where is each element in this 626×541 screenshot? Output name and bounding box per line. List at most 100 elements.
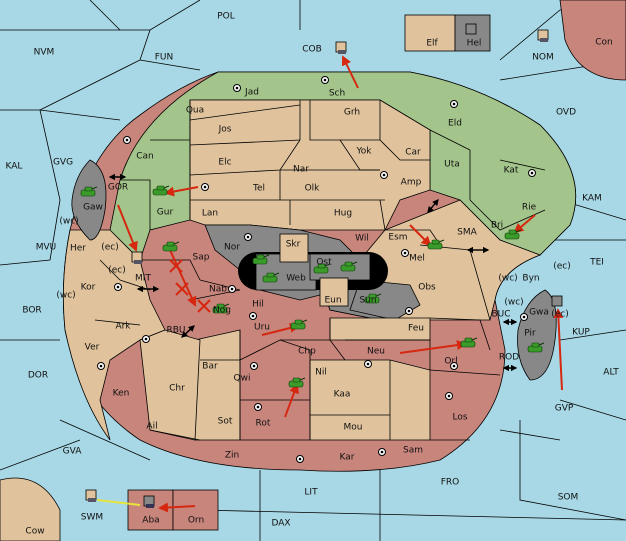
label-MIT: MIT <box>135 274 151 284</box>
supply-center <box>250 362 258 370</box>
label-Aba: Aba <box>142 516 159 526</box>
order-arrow <box>553 308 564 391</box>
label-Tel: Tel <box>252 184 265 194</box>
province-green-north[interactable] <box>109 71 577 271</box>
province-tan-mid[interactable] <box>309 359 431 441</box>
label-Gur: Gur <box>157 208 174 218</box>
label-Zin: Zin <box>225 451 239 461</box>
label-Olk: Olk <box>305 184 321 194</box>
label-SOM: SOM <box>558 493 579 503</box>
province-con[interactable] <box>559 0 626 81</box>
supply-center <box>97 362 105 370</box>
order-arrow <box>341 55 359 89</box>
label-Her: Her <box>70 244 86 254</box>
label-Nor: Nor <box>224 243 240 253</box>
label-Byn: Byn <box>522 274 539 284</box>
label-Nar: Nar <box>293 165 309 175</box>
label-ALT: ALT <box>603 368 619 378</box>
label-Ark: Ark <box>115 322 131 332</box>
fleet-icon[interactable] <box>551 295 563 307</box>
fleet-icon[interactable] <box>143 495 155 508</box>
label-COB: COB <box>302 45 322 55</box>
province-tan-west[interactable] <box>62 229 166 441</box>
fleet-icon[interactable] <box>465 23 477 35</box>
label-KAM: KAM <box>582 194 602 204</box>
supply-center <box>445 392 453 400</box>
label-Esm: Esm <box>388 233 407 243</box>
label-Ken: Ken <box>113 389 130 399</box>
order-arrow <box>409 224 432 247</box>
order-arrow <box>284 383 299 418</box>
fleet-icon[interactable] <box>537 29 549 42</box>
label-Kor: Kor <box>81 283 96 293</box>
label-Ail: Ail <box>146 422 157 432</box>
label-Con: Con <box>595 38 613 48</box>
label-BOR: BOR <box>22 306 41 316</box>
failed-move-x <box>169 259 211 313</box>
label-Elc: Elc <box>218 158 231 168</box>
label-SMA: SMA <box>457 228 477 238</box>
province-elf[interactable] <box>404 14 456 52</box>
coast-tag: (wc) <box>56 291 75 301</box>
label-Sun: Sun <box>359 296 376 306</box>
label-Mou: Mou <box>344 423 363 433</box>
label-Pir: Pir <box>524 329 536 339</box>
order-arrow <box>169 249 197 307</box>
fleet-icon[interactable] <box>335 41 347 54</box>
province-skr[interactable] <box>279 233 309 263</box>
label-Sam: Sam <box>403 446 423 456</box>
supply-center <box>114 283 122 291</box>
label-Rot: Rot <box>256 419 271 429</box>
coast-tag: (ec) <box>553 262 571 272</box>
coast-tag: (ec) <box>101 243 119 253</box>
label-Kar: Kar <box>340 453 355 463</box>
province-gaw[interactable] <box>71 159 107 241</box>
label-Ver: Ver <box>85 343 100 353</box>
province-eun[interactable] <box>319 277 349 307</box>
supply-center <box>228 285 236 293</box>
label-FUN: FUN <box>155 53 174 63</box>
support-line <box>96 499 141 506</box>
label-Hil: Hil <box>252 300 264 310</box>
supply-center <box>142 335 150 343</box>
province-orn[interactable] <box>172 489 219 531</box>
label-Obs: Obs <box>418 283 436 293</box>
label-Orn: Orn <box>188 516 204 526</box>
passage-arrows <box>108 173 518 372</box>
supply-center <box>380 171 388 179</box>
coast-tag: (wc) <box>59 217 78 227</box>
label-Lan: Lan <box>202 209 218 219</box>
label-LIT: LIT <box>304 488 318 498</box>
province-tan-chr[interactable] <box>139 329 201 441</box>
label-Nil: Nil <box>315 368 327 378</box>
label-Wil: Wil <box>355 234 369 244</box>
fleet-icon[interactable] <box>85 489 97 502</box>
province-tan-inner[interactable] <box>189 99 431 231</box>
supply-center <box>520 313 528 321</box>
label-Uta: Uta <box>444 160 460 170</box>
supply-center <box>450 100 458 108</box>
label-DOR: DOR <box>28 371 48 381</box>
label-Hug: Hug <box>334 209 352 219</box>
label-GVG: GVG <box>53 158 73 168</box>
label-KUP: KUP <box>572 328 590 338</box>
label-Jad: Jad <box>244 88 259 98</box>
label-GVA: GVA <box>63 447 83 457</box>
supply-centers <box>97 76 536 463</box>
supply-center <box>528 169 536 177</box>
label-Cow: Cow <box>25 527 44 537</box>
label-DAX: DAX <box>271 519 290 529</box>
fleet-icon[interactable] <box>131 251 143 264</box>
label-NOM: NOM <box>532 53 554 63</box>
province-cow[interactable] <box>0 477 61 541</box>
supply-center <box>378 448 386 456</box>
order-arrow <box>513 214 536 234</box>
label-Sot: Sot <box>218 417 233 427</box>
label-Gaw: Gaw <box>83 203 103 213</box>
label-Qua: Qua <box>186 106 204 116</box>
supply-center <box>321 76 329 84</box>
label-GOR: GOR <box>108 183 128 193</box>
label-Rie: Rie <box>522 203 537 213</box>
